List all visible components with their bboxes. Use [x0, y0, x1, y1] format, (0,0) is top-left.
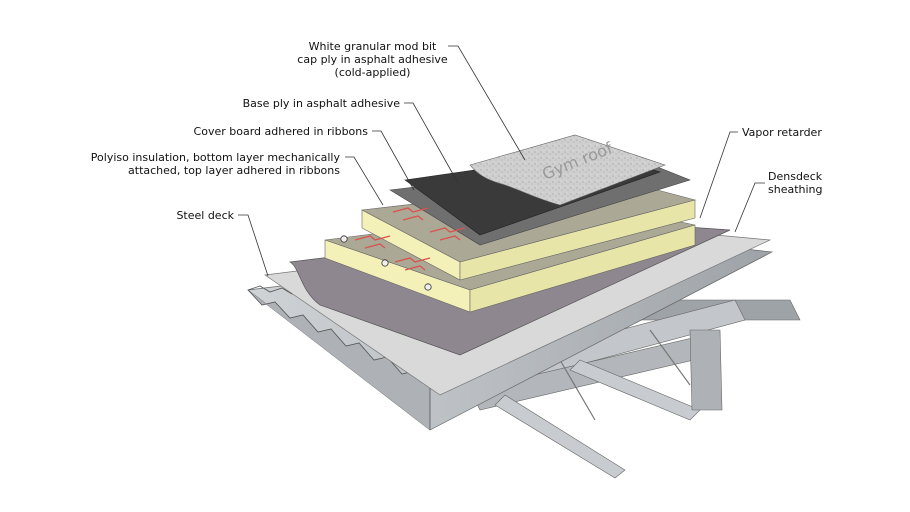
fasteners [340, 235, 432, 291]
label-densdeck: Densdeck sheathing [768, 170, 823, 196]
adhesive-ribbons [354, 207, 466, 271]
cap-ply [469, 134, 666, 206]
label-cap-ply: White granular mod bit cap ply in asphal… [297, 40, 448, 79]
label-polyiso: Polyiso insulation, bottom layer mechani… [90, 151, 340, 177]
label-base-ply: Base ply in asphalt adhesive [242, 97, 400, 110]
label-vapor-retarder: Vapor retarder [742, 126, 822, 139]
label-steel-deck: Steel deck [176, 209, 234, 222]
label-cover-board: Cover board adhered in ribbons [193, 125, 368, 138]
leader-lines [238, 45, 765, 277]
